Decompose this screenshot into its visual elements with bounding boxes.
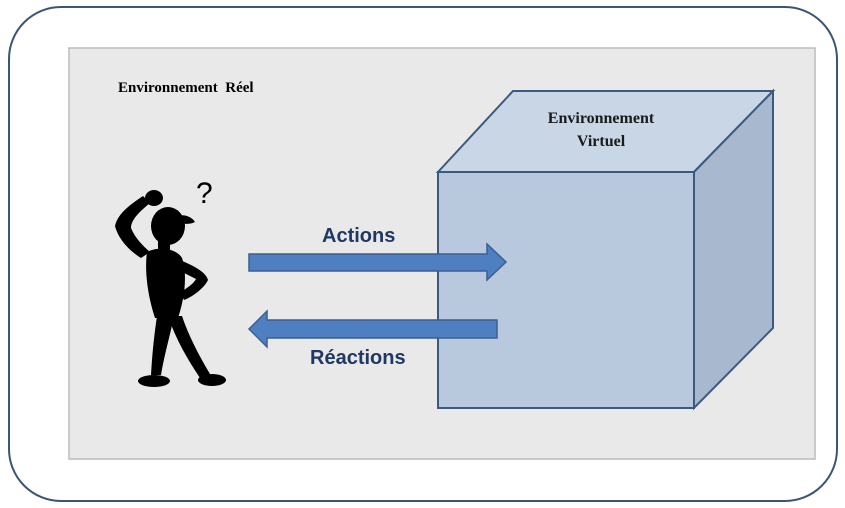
- virtual-environment-label-line1: Environnement: [548, 110, 655, 127]
- reactions-label: Réactions: [310, 347, 406, 369]
- reactions-arrow: [247, 309, 498, 349]
- real-environment-label: Environnement Réel: [118, 80, 254, 96]
- cube-front-face: [437, 171, 695, 409]
- actions-label: Actions: [322, 225, 395, 247]
- virtual-environment-cube: [435, 88, 776, 411]
- question-mark-icon: ?: [196, 177, 213, 210]
- confused-person-icon: ?: [115, 177, 226, 387]
- actions-arrow: [248, 242, 508, 282]
- virtual-environment-label-line2: Virtuel: [577, 133, 626, 150]
